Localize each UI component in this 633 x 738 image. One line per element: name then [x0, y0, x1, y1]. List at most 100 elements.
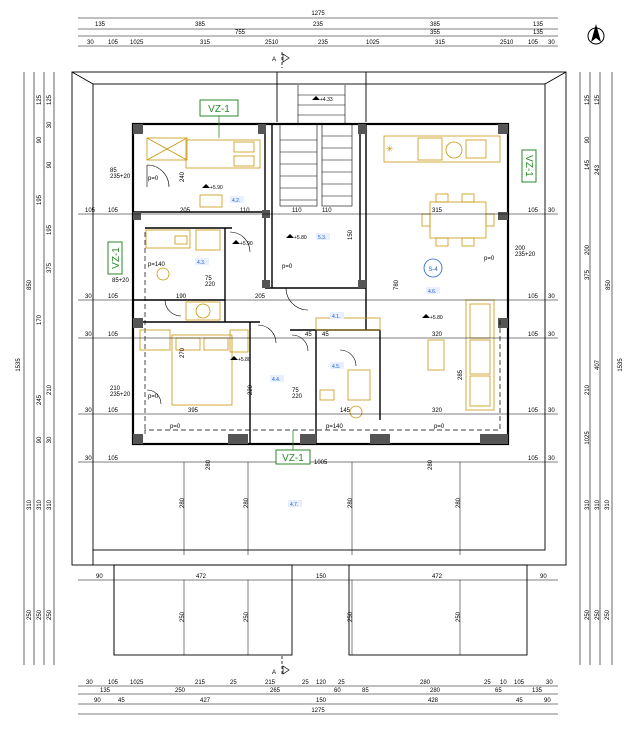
dim-left-i8: 210: [47, 384, 53, 395]
dim-right-i3: 145: [585, 159, 591, 170]
dim-int-c2: 45: [305, 332, 312, 338]
right-dims-inner: 125 125 90 145 243 200 375 407 210 1025 …: [585, 94, 611, 620]
bottom-dim-row2: 135 250 265 60 85 280 65 135: [100, 688, 543, 694]
furniture: [139, 135, 501, 419]
dim-int-d6: 30: [548, 408, 555, 414]
tag-vz1-left-label: VZ-1: [111, 247, 122, 269]
parapet-7: p=0: [434, 424, 445, 430]
room-label-4-5: 4.5.: [332, 364, 340, 370]
dim-right-i2: 90: [585, 136, 591, 143]
stairs: [279, 85, 353, 207]
dim-right-i6: 375: [585, 269, 591, 280]
dim-right-i5: 200: [585, 244, 591, 255]
dim-bot-r3-3: 150: [316, 698, 327, 704]
parapet-labels: p=0 p=140 p=0 p=0 p=0 p=0 p=140 p=0: [148, 176, 495, 430]
dim-left-i2: 30: [47, 121, 53, 128]
dim-top-r2-2: 235: [313, 22, 324, 28]
dim-top-r4-9: 105: [528, 40, 539, 46]
dim-right-outer: 1535: [618, 358, 624, 372]
left-dims-inner: 125 125 30 90 195 375 170 245 210 30 90 …: [27, 94, 53, 620]
dim-top-r4-6: 1025: [366, 40, 380, 46]
parapet-4: p=0: [148, 394, 159, 400]
dim-top-r4-8: 2510: [500, 40, 514, 46]
doors: [146, 164, 357, 405]
dim-int-e0: 30: [85, 456, 92, 462]
dim-right-j8: 310: [595, 499, 601, 510]
dim-left-i12: 250: [37, 609, 43, 620]
dim-right-i1: 125: [595, 94, 601, 105]
dim-right-i9: 1025: [585, 431, 591, 445]
dim-int-f2: 150: [316, 574, 327, 580]
dim-bot-r1-12: 105: [514, 680, 525, 686]
tag-vz1-left: VZ-1: [107, 241, 123, 275]
interior-dim-row-414: 30 105 395 145 320 105 30: [85, 408, 555, 414]
north-arrow-icon: [587, 24, 605, 45]
parapet-3: p=0: [484, 256, 495, 262]
dim-top-r4-4: 2510: [265, 40, 279, 46]
dim-bot-r2-6: 65: [495, 688, 502, 694]
dim-bot-r3-2: 427: [200, 698, 211, 704]
dim-int-b0: 30: [85, 294, 92, 300]
bottom-dim-row1: 30 105 1025 215 25 215 25 120 25 280 25 …: [86, 680, 553, 686]
section-label-top: A: [272, 57, 276, 63]
dim-bot-r1-6: 25: [302, 680, 309, 686]
room-label-4-4: 4.4.: [272, 377, 280, 383]
tag-s4: S-4: [423, 258, 443, 278]
vdim-5: 285: [458, 369, 464, 380]
dim-bot-r2-7: 135: [532, 688, 543, 694]
dim-int-c4: 320: [432, 332, 443, 338]
dim-left-i11: 310: [37, 499, 43, 510]
vdim-2: 270: [180, 347, 186, 358]
dim-int-e2: 1005: [314, 460, 328, 466]
interior-dim-row-462: 30 105 1005 105 30: [85, 456, 555, 466]
dim-int-d3: 145: [340, 408, 351, 414]
svg-text:✳: ✳: [386, 144, 394, 154]
top-dimension-lines: [78, 17, 558, 47]
dim-int-f3: 472: [432, 574, 443, 580]
plan-grid-lines: [78, 213, 558, 581]
dim-int-a6: 315: [432, 208, 443, 214]
win-label-4: 235+20: [110, 392, 131, 398]
dim-bot-r2-4: 85: [362, 688, 369, 694]
win-label-8: 220: [205, 282, 216, 288]
dim-int-a0: 105: [85, 208, 96, 214]
dim-bot-r1-13: 30: [546, 680, 553, 686]
right-dimension-lines: [579, 72, 613, 665]
dim-int-f0: 90: [96, 574, 103, 580]
level-markers: +4.33 +5.90 +5.90 +5.80 +5.80 +5.80: [202, 96, 443, 363]
vdim-10: 250: [180, 611, 186, 622]
room-label-4-3: 4.3.: [197, 260, 205, 266]
dim-bot-r3-5: 45: [516, 698, 523, 704]
dim-int-b3: 205: [255, 294, 266, 300]
dim-left-i5: 375: [47, 262, 53, 273]
dim-int-d4: 320: [432, 408, 443, 414]
dim-bot-r1-9: 280: [420, 680, 431, 686]
interior-dim-row-300: 30 105 190 205 105 30: [85, 294, 555, 300]
parapet-0: p=0: [148, 176, 159, 182]
dim-right-i7: 407: [595, 359, 601, 370]
dim-right-i8: 210: [585, 384, 591, 395]
dim-top-r4-0: 30: [87, 40, 94, 46]
dim-left-i10: 90: [37, 436, 43, 443]
dim-bot-r2-3: 60: [334, 688, 341, 694]
level-marker-4: +5.80: [294, 235, 307, 241]
dim-bot-r2-2: 265: [270, 688, 281, 694]
parapet-1: p=140: [148, 262, 166, 268]
vdim-3: 220: [248, 384, 254, 395]
dim-int-d2: 395: [188, 408, 199, 414]
dim-top-r3-1: 355: [430, 30, 441, 36]
terrace-dashed-line: [144, 232, 501, 434]
dim-bot-r2-0: 135: [100, 688, 111, 694]
dim-left-i0: 125: [37, 94, 43, 105]
dim-int-f4: 90: [540, 574, 547, 580]
dim-int-e1: 105: [108, 456, 119, 462]
dim-left-mid: 850: [27, 279, 33, 290]
dim-top-r4-3: 315: [200, 40, 211, 46]
dim-bot-r1-8: 25: [338, 680, 345, 686]
dim-bot-r3-6: 90: [544, 698, 551, 704]
win-label-2: 85+20: [112, 278, 130, 284]
dim-left-i4: 195: [37, 194, 43, 205]
dim-left-i9: 30: [47, 436, 53, 443]
room-label-4-1: 4.1.: [332, 314, 340, 320]
